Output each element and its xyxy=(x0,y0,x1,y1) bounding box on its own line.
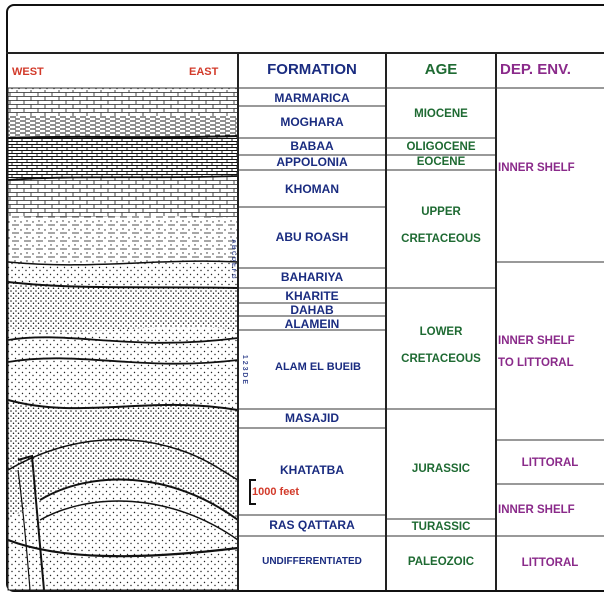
formation-alam-el-bueib: ALAM EL BUEIB xyxy=(250,362,386,373)
age-miocene: MIOCENE xyxy=(386,109,496,121)
alam-el-bueib-members: 1 2 3 D E xyxy=(241,332,248,407)
env-row-lines xyxy=(496,262,604,536)
scale-label: 1000 feet xyxy=(252,487,299,498)
age-upper-cretaceous: CRETACEOUS xyxy=(386,234,496,246)
formation-abu-roash: ABU ROASH xyxy=(238,231,386,243)
age-oligocene: OLIGOCENE xyxy=(386,142,496,154)
west-label: WEST xyxy=(12,67,44,78)
formation-marmarica: MARMARICA xyxy=(238,92,386,104)
formation-alamein: ALAMEIN xyxy=(238,318,386,330)
formation-masajid: MASAJID xyxy=(238,412,386,424)
age-eocene: EOCENE xyxy=(386,157,496,169)
formation-khoman: KHOMAN xyxy=(238,183,386,195)
env-littoral-2: LITTORAL xyxy=(496,558,604,570)
age-paleozoic: PALEOZOIC xyxy=(386,557,496,569)
age-lower: LOWER xyxy=(386,327,496,339)
age-upper: UPPER xyxy=(386,207,496,219)
env-inner-shelf-2: INNER SHELF xyxy=(498,505,575,517)
env-littoral-1: LITTORAL xyxy=(496,458,604,470)
dep-env-header: DEP. ENV. xyxy=(496,62,604,77)
formation-appolonia: APPOLONIA xyxy=(238,156,386,168)
env-inner-shelf-to-littoral-line1: INNER SHELF xyxy=(498,336,575,348)
formation-khatatba: KHATATBA xyxy=(238,464,386,476)
formation-bahariya: BAHARIYA xyxy=(238,271,386,283)
env-inner-shelf-to-littoral-line2: TO LITTORAL xyxy=(498,358,574,370)
age-turassic: TURASSIC xyxy=(386,522,496,534)
formation-kharite: KHARITE xyxy=(238,290,386,302)
lithology-column xyxy=(8,88,238,590)
formation-babaa: BABAA xyxy=(238,140,386,152)
env-inner-shelf-1: INNER SHELF xyxy=(498,163,575,175)
abu-roash-members: A B C D E F G xyxy=(230,234,236,284)
east-label: EAST xyxy=(189,67,218,78)
age-header: AGE xyxy=(386,62,496,77)
age-lower-cretaceous: CRETACEOUS xyxy=(386,354,496,366)
formation-undifferentiated: UNDIFFERENTIATED xyxy=(238,557,386,567)
formation-dahab: DAHAB xyxy=(238,304,386,316)
formation-ras-qattara: RAS QATTARA xyxy=(238,519,386,531)
formation-moghara: MOGHARA xyxy=(238,116,386,128)
formation-header: FORMATION xyxy=(238,62,386,77)
age-jurassic: JURASSIC xyxy=(386,464,496,476)
